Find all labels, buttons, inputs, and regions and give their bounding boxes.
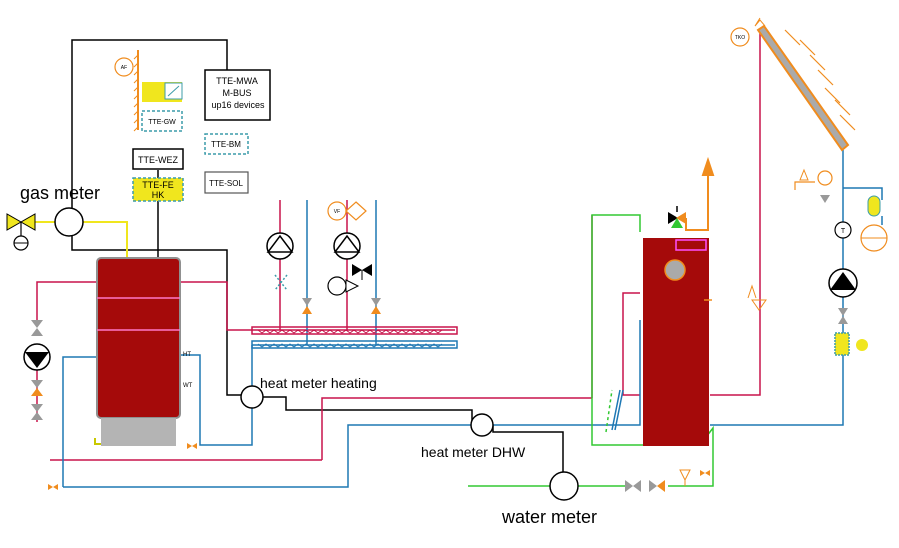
dhw-heat-exchanger bbox=[605, 389, 624, 433]
gas-valve bbox=[6, 213, 36, 251]
heating-return-pipes bbox=[62, 150, 883, 488]
dhw-outlet bbox=[685, 156, 715, 231]
fe-hk-line1: TTE-FE bbox=[142, 180, 174, 190]
valve-cold-water bbox=[625, 480, 665, 492]
gas-meter-label: gas meter bbox=[20, 183, 100, 203]
valves bbox=[6, 213, 848, 492]
sensor-t: T bbox=[834, 221, 852, 239]
heat-meter-dhw-symbol bbox=[470, 413, 494, 437]
valve-left-lower bbox=[31, 380, 43, 420]
fe-hk-line2: HK bbox=[152, 190, 165, 200]
pump-solar bbox=[828, 268, 858, 298]
device-box-fe-hk: TTE-FE HK bbox=[132, 177, 184, 202]
device-box-sol: TTE-SOL bbox=[204, 171, 249, 194]
sensor-vf-label: VF bbox=[334, 209, 340, 215]
valve-solar bbox=[838, 308, 848, 324]
sensor-tko-label: TKO bbox=[735, 35, 745, 41]
cold-water-safety bbox=[679, 469, 691, 486]
gas-meter-symbol bbox=[54, 207, 84, 237]
heating-manifold bbox=[251, 326, 458, 349]
outdoor-sensor: AF bbox=[114, 50, 139, 132]
mixer-heating-1 bbox=[274, 274, 288, 291]
dhw-tank bbox=[643, 238, 712, 446]
bm-label: TTE-BM bbox=[211, 140, 241, 149]
solar-overflow-funnel bbox=[747, 284, 767, 311]
mwa-line2: M-BUS bbox=[223, 88, 252, 98]
boiler-tank bbox=[94, 257, 181, 446]
pump-heating-1 bbox=[266, 232, 294, 260]
sensor-vf: VF bbox=[327, 201, 367, 221]
room-display bbox=[142, 82, 183, 102]
drain-fittings bbox=[48, 443, 710, 490]
valve-heating-1 bbox=[302, 298, 312, 314]
mixing-valve-dhw bbox=[668, 206, 686, 228]
sensor-t-label: T bbox=[841, 228, 846, 235]
water-meter-label: water meter bbox=[501, 507, 597, 527]
gas-line bbox=[35, 221, 128, 258]
device-box-mwa: TTE-MWA M-BUS up16 devices bbox=[204, 69, 271, 121]
pump-heating-2 bbox=[333, 232, 361, 260]
sol-label: TTE-SOL bbox=[209, 179, 243, 188]
sensor-tko: TKO bbox=[730, 27, 750, 47]
water-meter-symbol bbox=[549, 471, 579, 501]
sensor-wt-label: WT bbox=[183, 383, 193, 389]
sensor-af-label: AF bbox=[121, 65, 127, 71]
device-box-wez: TTE-WEZ bbox=[132, 148, 184, 170]
device-box-bm: TTE-BM bbox=[204, 133, 249, 155]
valve-heating-2 bbox=[371, 298, 381, 314]
heat-meter-heating-symbol bbox=[240, 385, 264, 409]
sensor-ht-label: HT bbox=[183, 352, 191, 358]
wez-label: TTE-WEZ bbox=[138, 155, 178, 165]
heat-meter-heating-label: heat meter heating bbox=[260, 375, 377, 391]
mixer-heating-2 bbox=[327, 264, 372, 296]
pump-boiler-left bbox=[23, 343, 51, 371]
heat-meter-dhw-label: heat meter DHW bbox=[421, 444, 526, 460]
mwa-line3: up16 devices bbox=[211, 100, 265, 110]
gw-label: TTE-GW bbox=[148, 119, 176, 126]
mwa-line1: TTE-MWA bbox=[216, 76, 258, 86]
solar-safety-group bbox=[794, 168, 888, 252]
solar-flow-meter bbox=[834, 332, 868, 356]
solar-collector bbox=[754, 17, 856, 152]
device-box-gw: TTE-GW bbox=[141, 110, 183, 132]
valve-left-upper bbox=[31, 320, 43, 336]
